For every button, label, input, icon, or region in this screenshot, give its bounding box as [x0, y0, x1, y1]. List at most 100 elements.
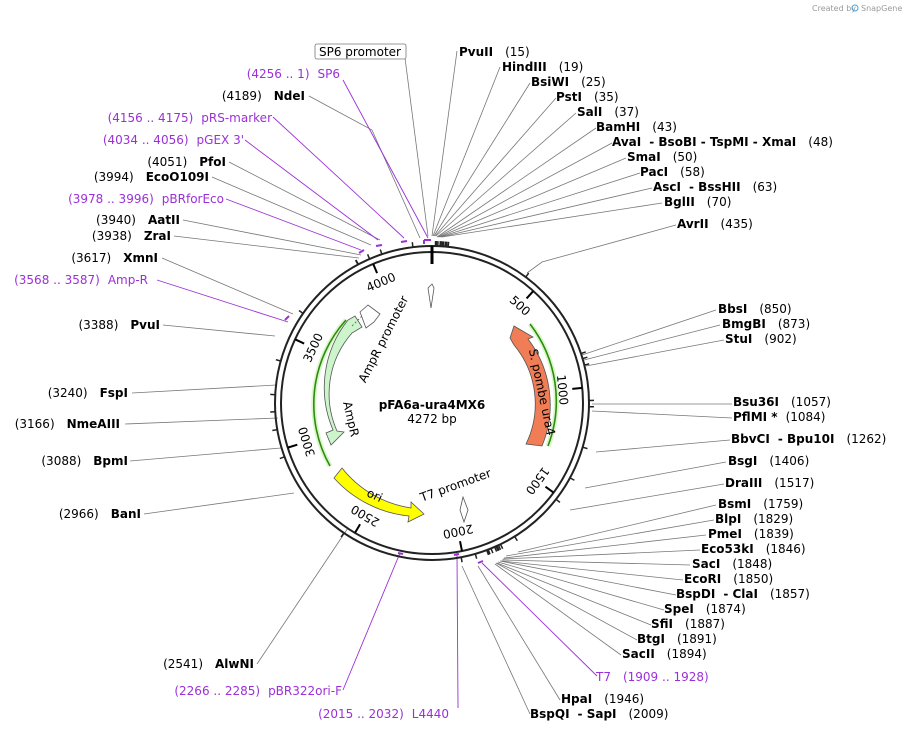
leader-draiii: [569, 483, 725, 511]
leader-saci: [501, 559, 691, 566]
primer-leader-lines: [156, 79, 598, 709]
primer-leader-t7: [481, 562, 598, 677]
site-pmei: PmeI(1839): [708, 527, 794, 541]
ampr-promoter-feature: [359, 304, 381, 329]
leader-bmgbi: [583, 324, 721, 361]
site-avai: AvaI- BsoBI - TspMI - XmaI(48): [612, 135, 833, 149]
ori-label: ori: [365, 486, 385, 505]
site-mark: [580, 351, 586, 355]
ruler-tick: [525, 290, 535, 300]
ruler-label: 4000: [364, 270, 398, 295]
site-ecoo109i: (3994)EcoO109I: [94, 170, 209, 184]
leader-zrai: [173, 235, 360, 259]
site-mark: [487, 549, 491, 555]
leader-paci: [439, 172, 641, 238]
site-mark: [460, 557, 463, 563]
site-mark: [499, 543, 504, 550]
primer-leader-pgex: [244, 139, 379, 241]
site-mark: [569, 477, 575, 481]
primer-bar-t7: [477, 560, 484, 564]
leader-sp6-promoter: [404, 57, 429, 237]
leader-xmni: [161, 257, 294, 315]
leader-bsmi: [517, 504, 717, 553]
leader-bbsi: [581, 309, 717, 356]
site-pvui: (3388)PvuI: [78, 318, 160, 332]
site-paci: PacI(58): [640, 165, 705, 179]
snapgene-credit: Created by SnapGene: [812, 4, 902, 13]
primer-leader-l4440: [456, 552, 459, 709]
leader-eco53ki: [502, 549, 701, 560]
site-smai: SmaI(50): [627, 150, 697, 164]
left-site-labels: (4189)NdeI (4051)PfoI (3994)EcoO109I (39…: [15, 89, 305, 671]
ruler-tick: [354, 523, 361, 534]
site-saci: SacI(1848): [692, 557, 772, 571]
right-site-labels: PvuII(15) HindIII(19) BsiWI(25) PstI(35)…: [459, 45, 886, 721]
credit-brand: SnapGene: [861, 4, 902, 13]
leader-aatii: [182, 219, 362, 256]
site-zrai: (3938)ZraI: [92, 229, 171, 243]
site-spei: SpeI(1874): [664, 602, 746, 616]
primer-bar-l4440: [453, 553, 460, 556]
site-bglii: BglII(70): [664, 195, 731, 209]
site-psti: PstI(35): [556, 90, 619, 104]
leader-lines: [124, 50, 733, 715]
primer-leader-pbrforeco: [225, 198, 362, 251]
primer-bar-pbr322ori: [397, 552, 404, 555]
sp6-promoter-box: [314, 43, 407, 60]
primer-l4440: (2015 .. 2032)L4440: [318, 707, 449, 721]
leader-pflmi: [591, 410, 733, 419]
primer-amp-r: (3568 .. 3587)Amp-R: [14, 273, 148, 287]
ruler-tick: [372, 263, 379, 274]
primer-prs-marker: (4156 .. 4175)pRS-marker: [108, 111, 272, 125]
snapgene-logo-icon: [851, 4, 859, 12]
site-marks: [270, 241, 594, 563]
site-nmeaiii: (3166)NmeAIII: [15, 417, 120, 431]
site-mark: [411, 242, 414, 248]
ampr-feature: [323, 315, 363, 446]
ura4-feature: [509, 325, 551, 447]
leader-psti: [434, 97, 557, 237]
plasmid-size: 4272 bp: [407, 412, 457, 426]
leader-hindiii: [432, 66, 501, 237]
leader-asci: [440, 187, 653, 238]
site-mark: [490, 548, 494, 554]
leader-btgi: [495, 562, 638, 641]
site-bsiwi: BsiWI(25): [531, 75, 606, 89]
credit-created-by: Created by: [812, 4, 856, 13]
site-mark: [379, 249, 383, 255]
primer-leader-sp6: [342, 79, 429, 239]
site-bsgi: BsgI(1406): [728, 454, 809, 468]
site-pvuii: PvuII(15): [459, 45, 530, 59]
site-bamhi: BamHI(43): [596, 120, 677, 134]
primer-pbr322ori-f: (2266 .. 2285)pBR322ori-F: [174, 684, 342, 698]
site-alwni: (2541)AlwNI: [163, 657, 254, 671]
leader-bspqi: [461, 565, 531, 715]
site-hpai: HpaI(1946): [561, 692, 644, 706]
site-fspi: (3240)FspI: [48, 386, 128, 400]
site-eco53ki: Eco53kI(1846): [701, 542, 806, 556]
leader-bspdi: [499, 560, 677, 596]
leader-bsgi: [584, 461, 727, 489]
site-hindiii: HindIII(19): [502, 60, 583, 74]
primer-bars: [284, 239, 484, 564]
site-asci: AscI- BssHII(63): [653, 180, 777, 194]
site-xmni: (3617)XmnI: [71, 251, 158, 265]
leader-smai: [438, 157, 627, 238]
primer-bar-amp-r: [284, 315, 290, 321]
ruler-label: 2000: [442, 521, 475, 541]
primer-bar-pbrforeco: [358, 249, 365, 254]
leader-bamhi: [436, 127, 597, 238]
site-mark: [582, 446, 588, 450]
t7-promoter-label: T7 promoter: [417, 466, 493, 505]
site-aatii: (3940)AatII: [96, 213, 180, 227]
leader-ndei: [308, 95, 421, 239]
site-mark: [354, 259, 359, 265]
site-sfii: SfiI(1887): [651, 617, 725, 631]
leader-stui: [585, 339, 725, 367]
site-mark: [474, 553, 478, 559]
site-mark: [272, 428, 278, 432]
site-mark: [279, 456, 285, 460]
site-mark: [275, 358, 281, 362]
site-bbvci: BbvCI- Bpu10I(1262): [731, 432, 886, 446]
